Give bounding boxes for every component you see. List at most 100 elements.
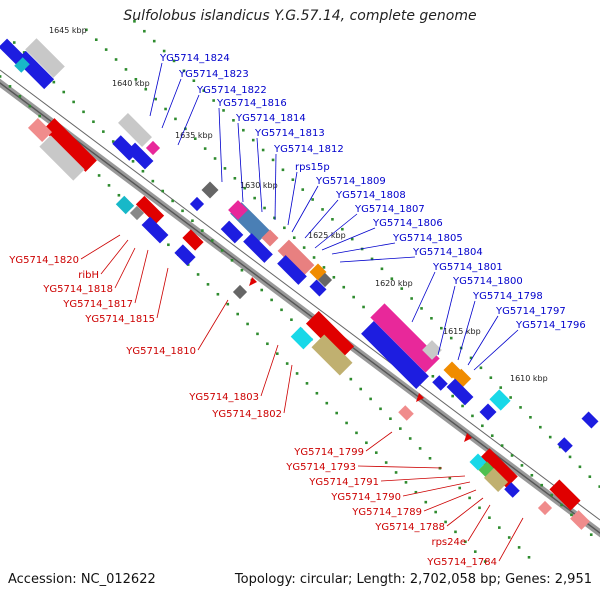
tick-dot (302, 246, 306, 249)
tick-dot (240, 268, 244, 272)
gene-block-body (370, 303, 440, 373)
reverse-gene-label: YG5714_1790 (330, 492, 401, 503)
tick-dot (428, 457, 432, 460)
tick-dot (203, 147, 207, 150)
reverse-gene-block (182, 229, 204, 251)
gene-block (581, 411, 599, 429)
tick-dot (0, 75, 2, 78)
reverse-gene-leader (498, 517, 524, 562)
reverse-gene-block (549, 479, 581, 511)
reverse-gene-block (43, 118, 97, 172)
tick-dot (352, 295, 355, 299)
tick-dot (172, 59, 176, 63)
tick-dot (325, 401, 329, 405)
accession-text: Accession: NC_012622 (8, 572, 156, 587)
tick-dot (355, 431, 358, 435)
gene-block-body (189, 196, 205, 212)
tick-dot (292, 236, 296, 239)
kbp-label: 1640 kbp (112, 79, 150, 88)
gene-block (243, 233, 273, 263)
tick-dot (431, 374, 435, 378)
tick-dot (312, 256, 316, 259)
reverse-gene-leader (467, 504, 491, 542)
reverse-gene-leader (260, 344, 279, 397)
tick-dot (52, 80, 56, 84)
tick-dot (256, 332, 259, 336)
gene-block (290, 326, 314, 350)
forward-gene-label: YG5714_1823 (178, 69, 249, 80)
tick-dot (181, 209, 184, 213)
tick-dot (332, 275, 336, 279)
gene-block (201, 181, 219, 199)
tick-dot (548, 435, 552, 439)
forward-gene-leader (237, 122, 244, 203)
tick-dot (510, 454, 514, 457)
tick-dot (345, 421, 348, 425)
tick-dot (141, 169, 145, 173)
tick-dot (365, 441, 368, 445)
tick-dot (107, 184, 111, 187)
tick-dot (162, 49, 166, 53)
forward-gene-label: YG5714_1796 (515, 320, 586, 331)
reverse-gene-block (478, 448, 518, 488)
kbp-label: 1645 kbp (49, 26, 87, 35)
tick-dot (430, 316, 433, 320)
reverse-gene-leader (100, 239, 129, 275)
forward-gene-label: YG5714_1806 (372, 218, 443, 229)
tick-dot (38, 114, 41, 118)
tick-dot (290, 318, 293, 322)
gene-block (39, 135, 85, 181)
tick-dot (418, 447, 422, 450)
tick-dot (380, 267, 384, 271)
reverse-gene-block (305, 310, 355, 360)
tick-dot (384, 461, 388, 464)
reverse-gene-label: YG5714_1815 (84, 314, 155, 325)
gene-block-body (483, 467, 509, 493)
tick-dot (114, 58, 118, 61)
tick-dot (315, 391, 319, 395)
forward-gene-label: YG5714_1800 (452, 276, 523, 287)
forward-gene-label: YG5714_1813 (254, 128, 325, 139)
tick-dot (527, 556, 531, 559)
tick-dot (213, 157, 217, 160)
forward-gene-label: YG5714_1805 (392, 233, 463, 244)
tick-dot (273, 216, 276, 220)
tick-dot (261, 148, 265, 152)
tick-dot (578, 465, 582, 469)
tick-dot (260, 288, 264, 292)
gene-block-body (243, 233, 273, 263)
reverse-gene-leader (283, 364, 293, 414)
tick-dot (408, 437, 412, 440)
forward-gene-leader (274, 153, 277, 221)
gene-block (537, 500, 553, 516)
tick-dot (568, 455, 572, 459)
gene-block-body (201, 181, 219, 199)
reverse-gene-block-body (135, 195, 165, 225)
tick-dot (270, 298, 273, 302)
reverse-gene-label: YG5714_1803 (188, 392, 259, 403)
tick-dot (275, 352, 279, 355)
genome-summary-text: Topology: circular; Length: 2,702,058 bp… (234, 572, 592, 587)
gene-block-body (361, 321, 429, 389)
tick-dot (285, 362, 289, 365)
tick-dot (394, 471, 398, 474)
gene-block (479, 403, 497, 421)
tick-dot (560, 503, 563, 507)
gene-block (422, 340, 442, 360)
gene-block (126, 142, 154, 170)
tick-dot (322, 266, 326, 269)
reverse-gene-leader (357, 465, 443, 469)
tick-dot (280, 308, 283, 312)
tick-dot (362, 305, 365, 309)
tick-dot (295, 372, 299, 375)
tick-dot (520, 464, 524, 467)
kbp-label: 1615 kbp (443, 327, 481, 336)
gene-block-body (290, 326, 314, 350)
tick-dot (161, 189, 165, 193)
gene-block (398, 405, 414, 421)
gene-block-body (25, 38, 65, 78)
gene-block (141, 216, 169, 244)
tick-dot (117, 193, 121, 197)
tick-dot (62, 90, 66, 94)
